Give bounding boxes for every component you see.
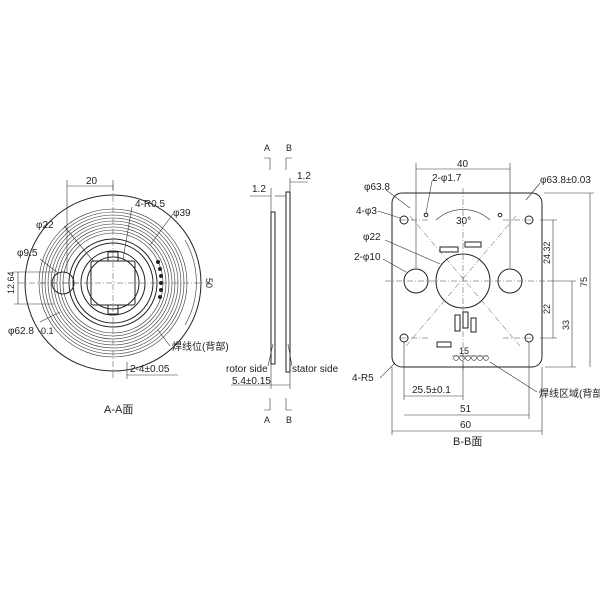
dim-small-holes: 2-φ1.7	[432, 173, 462, 184]
dim-height-50: 50	[204, 278, 214, 288]
side-view: A B 1.2 1.2 rotor side stator side 5.4±0…	[226, 143, 339, 425]
dim-15: 15	[459, 346, 469, 356]
stator-weld-area-note: 焊线区域(背部)	[539, 387, 600, 400]
dim-thickness-right: 1.2	[297, 171, 311, 182]
section-a-bottom: A	[264, 415, 270, 425]
dim-pad-width: 2-4±0.05	[130, 364, 170, 375]
stator-side-label: stator side	[292, 364, 339, 375]
dim-gap: 5.4±0.15	[232, 376, 271, 387]
dim-corner-holes: 4-φ3	[356, 206, 377, 217]
pad-component	[439, 246, 459, 253]
stator-weld-pads	[453, 355, 489, 361]
dim-corner-radius: 4-R0.5	[135, 199, 165, 210]
dim-width-20: 20	[86, 176, 98, 187]
rotor-ring	[50, 220, 176, 346]
rotor-outer-circle	[24, 194, 202, 372]
dim-angle: 30°	[456, 216, 471, 227]
dim-22: 22	[542, 304, 552, 314]
stator-plate	[285, 191, 291, 373]
small-hole	[423, 212, 429, 218]
dim-height-12-64: 12.64	[6, 271, 16, 294]
stator-view: 40 φ63.8 2-φ1.7 φ63.8±0.03 4-φ3 30° φ22 …	[352, 159, 600, 448]
dim-width-40: 40	[457, 159, 469, 170]
stator-view-caption: B-B面	[453, 436, 482, 448]
dim-dia-63-8: φ63.8	[364, 182, 390, 193]
dim-60: 60	[460, 420, 472, 431]
dim-thickness-left: 1.2	[252, 184, 266, 195]
dim-dia-63-8-tol: φ63.8±0.03	[540, 175, 591, 186]
dim-dia-62-8: φ62.8	[8, 326, 34, 337]
dim-51: 51	[460, 404, 472, 415]
pad-component	[464, 241, 482, 248]
stator-plate-outline	[391, 192, 543, 368]
dim-corner-radius-r5: 4-R5	[352, 373, 374, 384]
rotor-side-label: rotor side	[226, 364, 268, 375]
rotor-view: 20 4-R0.5 φ39 φ22 φ9.5 12.64 50 φ62.8 -0…	[6, 176, 229, 416]
rotor-view-caption: A-A面	[104, 404, 133, 416]
small-hole	[497, 212, 503, 218]
dim-mount-holes: 2-φ10	[354, 252, 381, 263]
section-b-bottom: B	[286, 415, 292, 425]
dim-24-32: 24.32	[542, 241, 552, 264]
dim-dia-9-5: φ9.5	[17, 248, 38, 259]
dim-75: 75	[579, 277, 589, 287]
section-a-top: A	[264, 143, 270, 153]
pad-component	[436, 341, 452, 348]
dim-dia-22: φ22	[36, 220, 54, 231]
pad-component	[470, 317, 477, 333]
rotor-weld-note: 焊线位(背部)	[172, 340, 229, 353]
pad-component	[462, 311, 469, 329]
dim-25-5: 25.5±0.1	[412, 385, 451, 396]
rotor-inner-ring	[68, 238, 158, 328]
rotor-plate	[270, 211, 276, 365]
pad-component	[454, 314, 461, 332]
section-b-top: B	[286, 143, 292, 153]
dim-tol-62-8: -0.1	[38, 326, 54, 336]
dim-33: 33	[561, 320, 571, 330]
dim-center-dia: φ22	[363, 232, 381, 243]
dim-dia-39: φ39	[173, 208, 191, 219]
rotor-weld-pads	[156, 260, 163, 299]
